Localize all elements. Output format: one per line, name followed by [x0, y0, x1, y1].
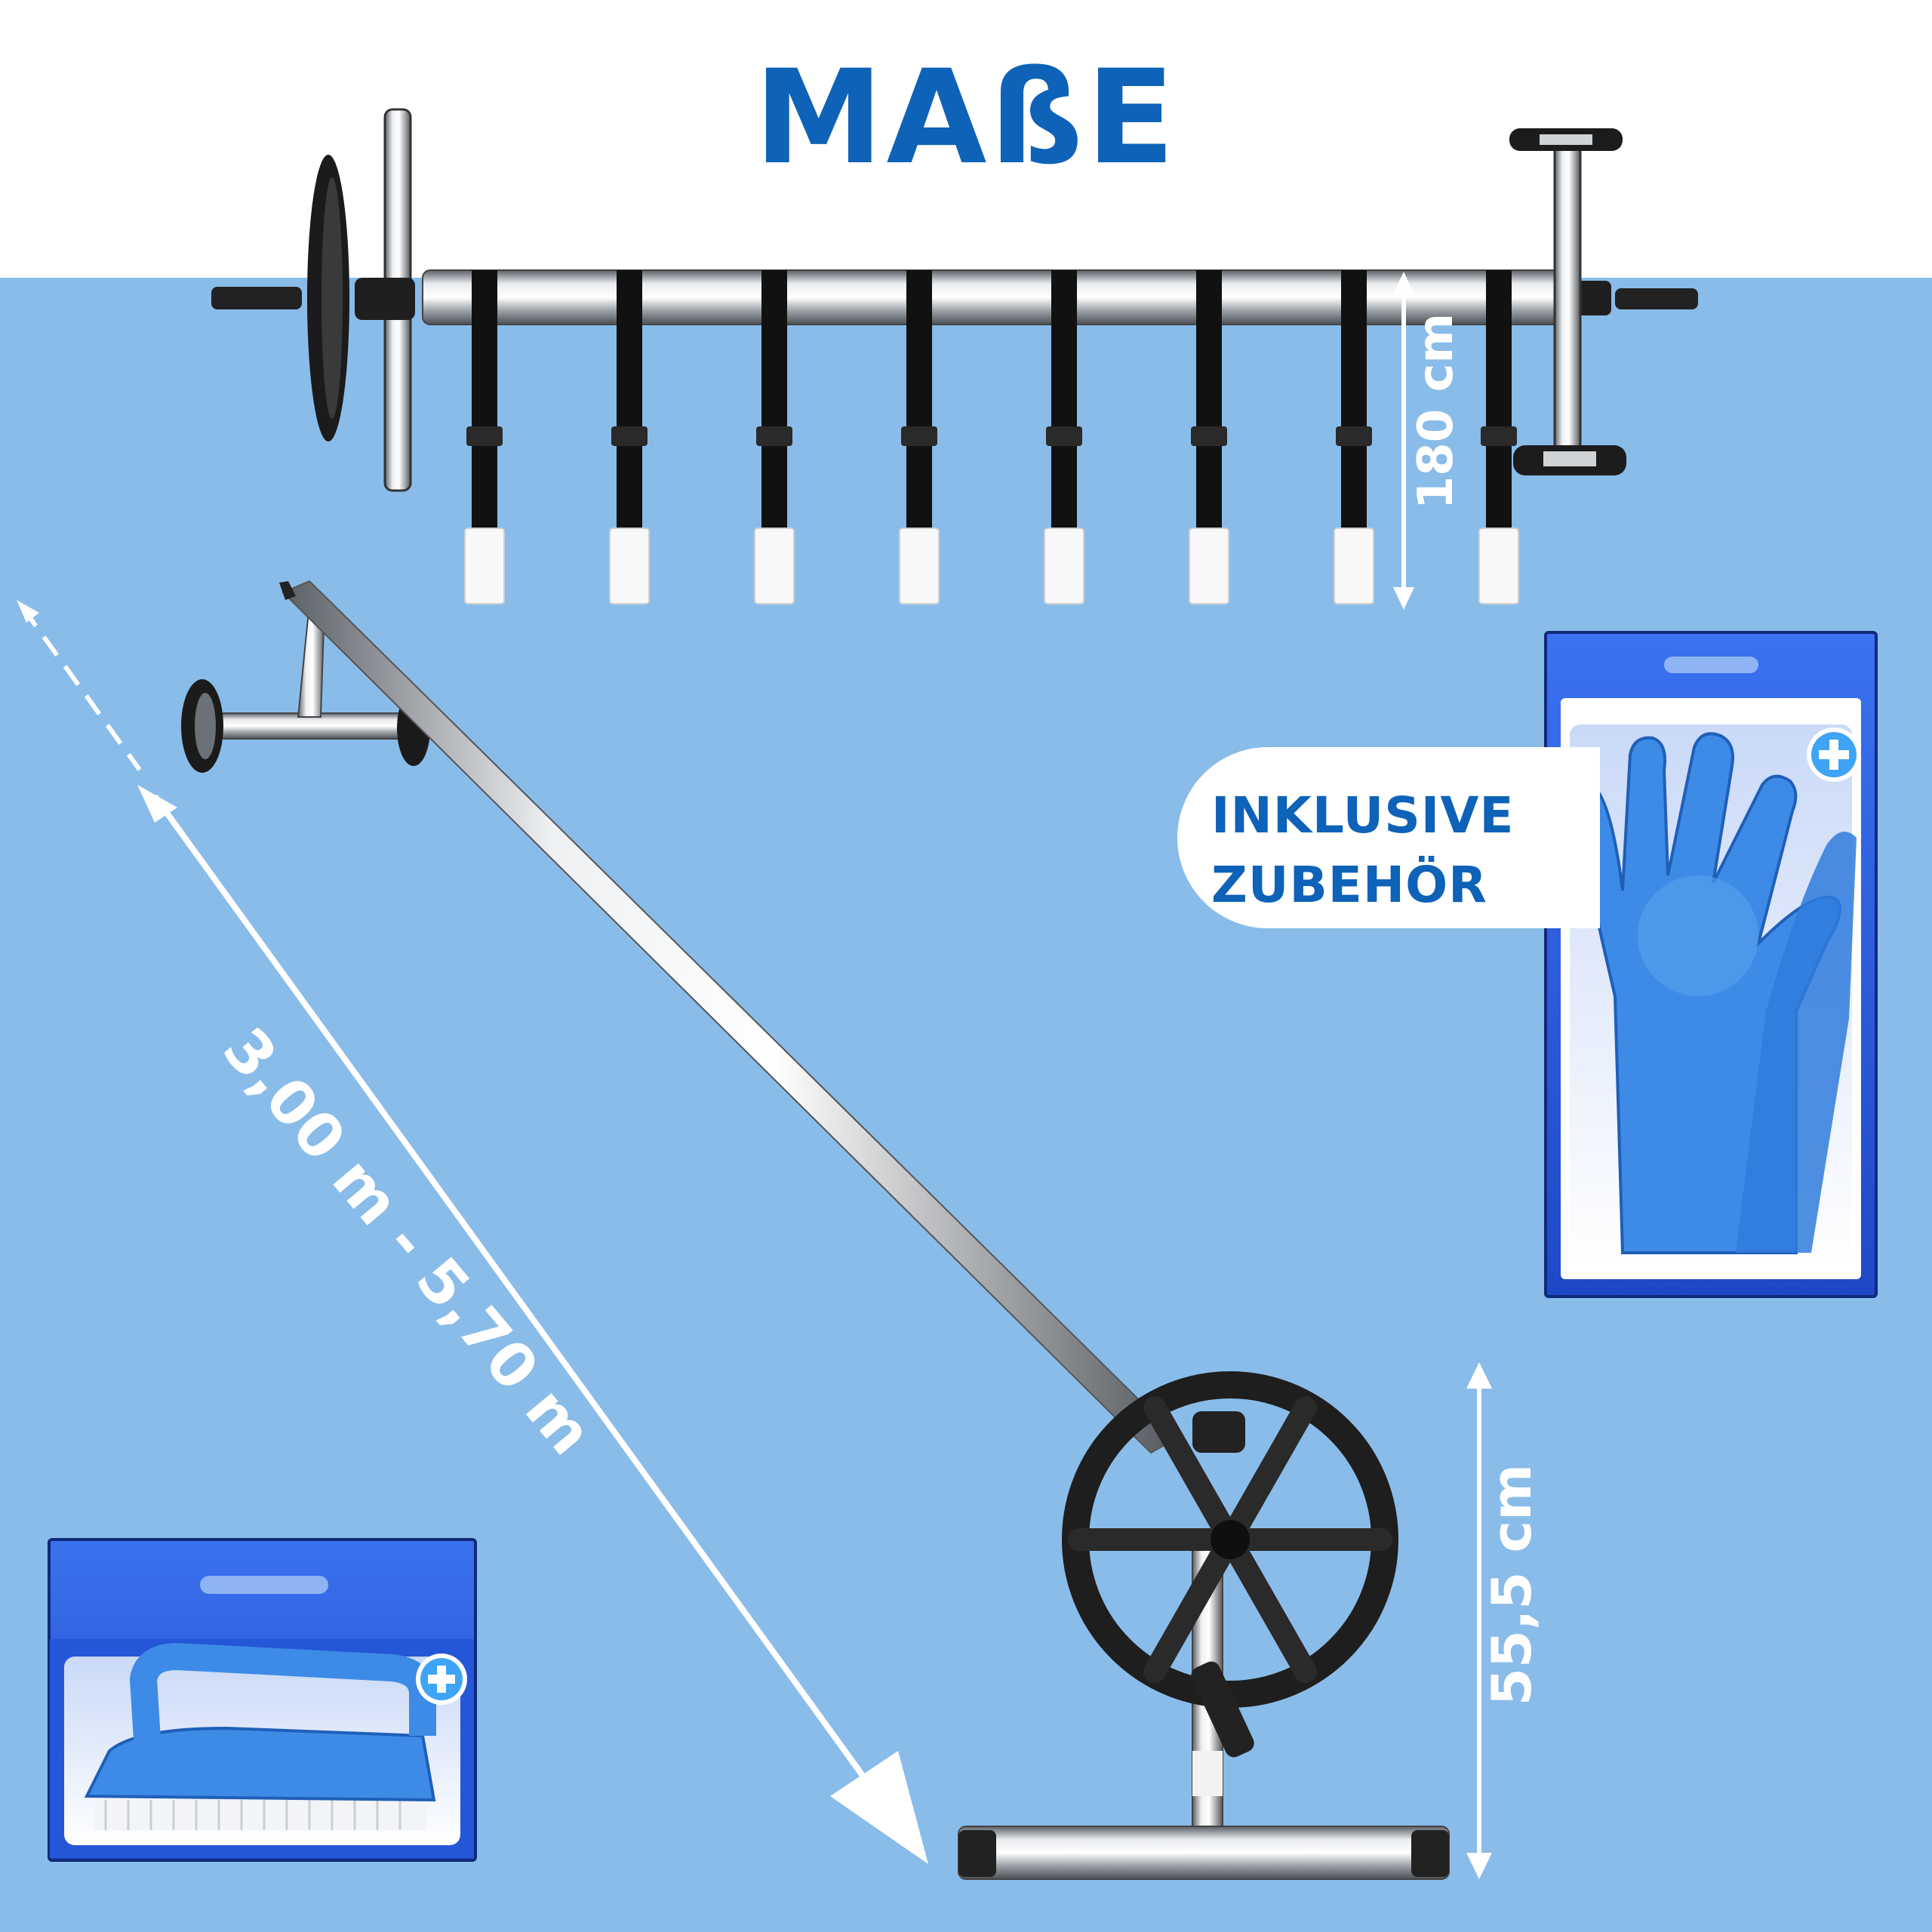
strap: [754, 270, 795, 605]
strap: [1044, 270, 1084, 605]
page-title: MAßE: [754, 42, 1178, 193]
height-strap-arrow: [1393, 272, 1414, 610]
strap: [1189, 270, 1229, 605]
plus-icon: [1807, 728, 1861, 782]
strap: [1478, 270, 1519, 605]
dimension-stand-height: 55,5 cm: [1480, 1463, 1543, 1706]
glove-product-box: [1544, 631, 1878, 1298]
strap: [899, 270, 940, 605]
roller-top-view: [211, 108, 1698, 492]
brush: [84, 1643, 436, 1830]
plus-icon: [416, 1654, 467, 1705]
strap: [1334, 270, 1374, 605]
dimension-strap-height: 180 cm: [1408, 312, 1464, 510]
badge-line-1: INKLUSIVE: [1211, 786, 1515, 844]
accessory-badge: INKLUSIVE ZUBEHÖR: [1177, 747, 1600, 928]
strap: [464, 270, 505, 605]
roller-diagonal-view: [181, 580, 1450, 1880]
brush-product-box: [48, 1538, 477, 1862]
height-stand-arrow: [1466, 1362, 1492, 1879]
badge-line-2: ZUBEHÖR: [1211, 856, 1488, 914]
strap: [609, 270, 650, 605]
roller-straps: [464, 270, 1519, 605]
length-arrow: [17, 600, 928, 1864]
